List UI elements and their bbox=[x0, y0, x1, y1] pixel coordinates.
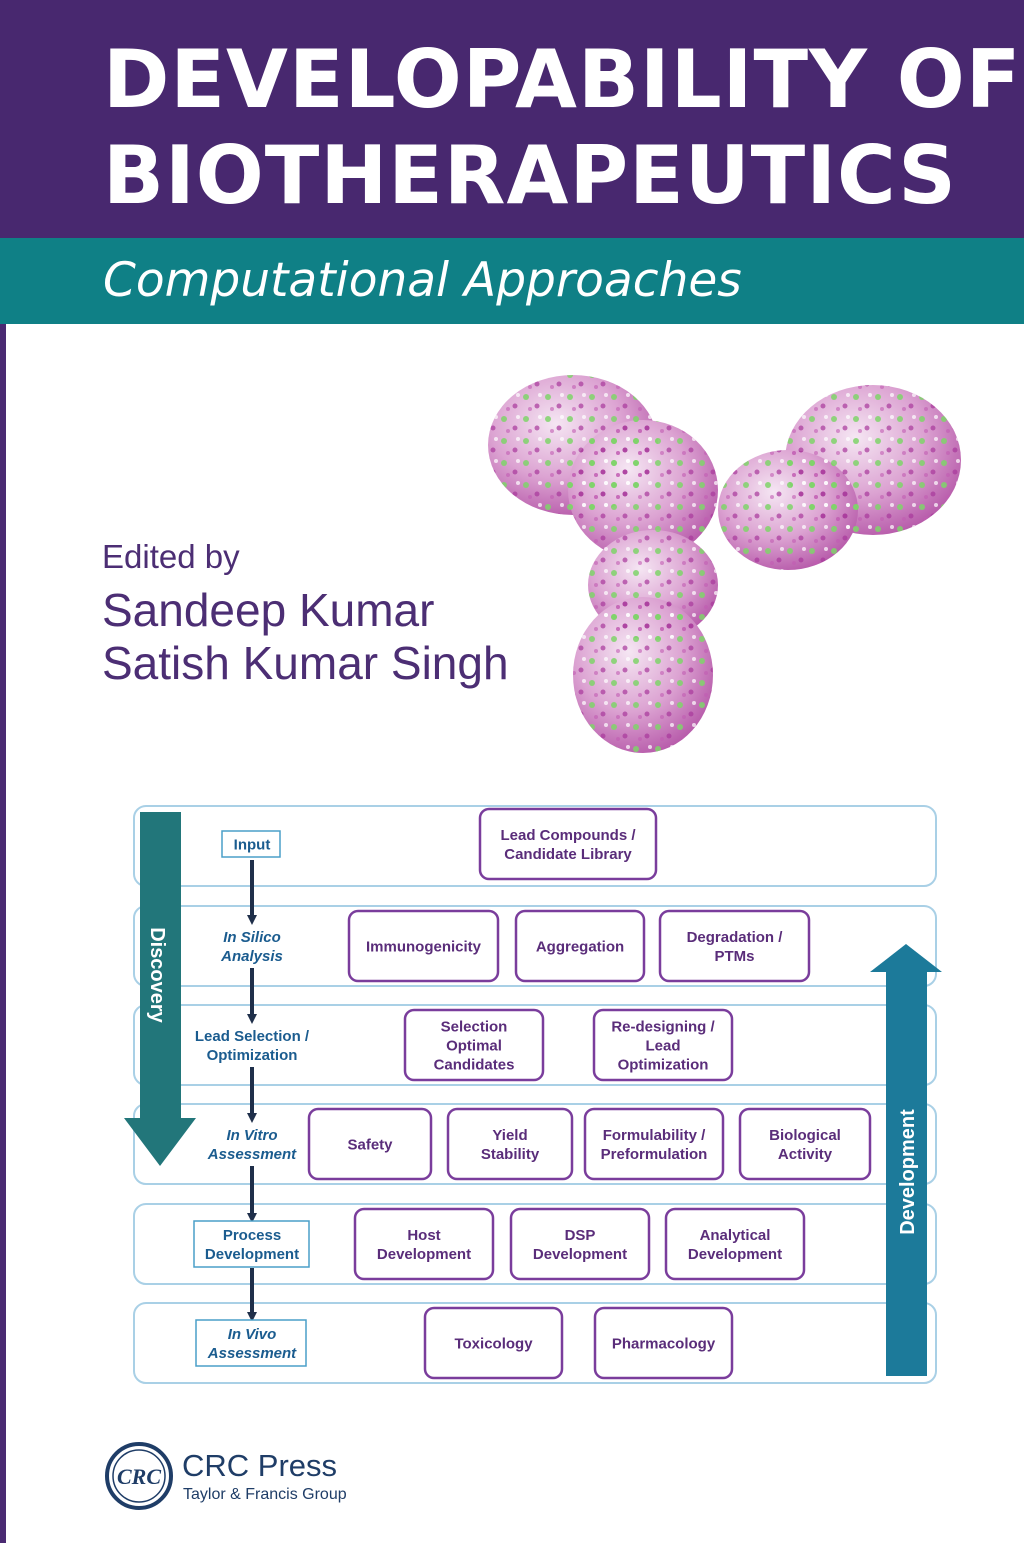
stage-item-label: Safety bbox=[347, 1136, 393, 1153]
discovery-label: Discovery bbox=[146, 927, 168, 1023]
publisher-name: CRC Press bbox=[182, 1448, 338, 1483]
stage-label: Lead Selection /Optimization bbox=[195, 1028, 310, 1064]
stage-item-box bbox=[423, 1306, 564, 1380]
stage-item-box bbox=[403, 1008, 545, 1082]
editor-name: Sandeep Kumar bbox=[102, 584, 435, 636]
stage-item-box bbox=[347, 909, 500, 983]
development-arrow bbox=[870, 944, 942, 1376]
stage-label-box bbox=[221, 830, 281, 858]
stage-item-label: Immunogenicity bbox=[366, 938, 482, 955]
stage-item-box bbox=[593, 1306, 734, 1380]
stage-label: Input bbox=[234, 836, 271, 853]
stage-item-box bbox=[738, 1107, 872, 1181]
publisher-group: Taylor & Francis Group bbox=[183, 1486, 347, 1503]
stage-item-box bbox=[514, 909, 646, 983]
subtitle-band: Computational Approaches bbox=[0, 238, 1024, 324]
stage-label-box bbox=[193, 1220, 310, 1268]
title-line-2: BIOTHERAPEUTICS bbox=[103, 129, 957, 222]
stage-item-box bbox=[664, 1207, 806, 1281]
editor-name: Satish Kumar Singh bbox=[102, 637, 509, 689]
title-band: DEVELOPABILITY OF BIOTHERAPEUTICS bbox=[0, 0, 1024, 238]
stage-item-box bbox=[658, 909, 811, 983]
crc-press-logo: CRC bbox=[105, 1442, 173, 1510]
stage-item-box bbox=[307, 1107, 433, 1181]
stage-item-box bbox=[509, 1207, 651, 1281]
svg-text:CRC: CRC bbox=[117, 1464, 161, 1489]
stage-label-box bbox=[195, 1319, 307, 1367]
stage-item-box bbox=[353, 1207, 495, 1281]
antibody-fc bbox=[573, 530, 718, 753]
stage-item-label: Pharmacology bbox=[612, 1335, 716, 1352]
discovery-arrow bbox=[124, 812, 196, 1166]
left-edge-rule bbox=[0, 324, 6, 1543]
title-line-1: DEVELOPABILITY OF bbox=[103, 33, 1022, 126]
antibody-structure-image bbox=[488, 375, 961, 753]
stage-item-label: Formulability /Preformulation bbox=[601, 1127, 708, 1163]
stage-item-label: Toxicology bbox=[454, 1335, 533, 1352]
development-label: Development bbox=[897, 1109, 919, 1235]
subtitle: Computational Approaches bbox=[103, 253, 742, 308]
antibody-fab-left bbox=[488, 375, 718, 560]
stage-item-label: Degradation /PTMs bbox=[687, 929, 784, 965]
stage-item-box bbox=[583, 1107, 725, 1181]
stage-item-box bbox=[446, 1107, 574, 1181]
stage-item-box bbox=[478, 807, 658, 881]
antibody-fab-right bbox=[718, 385, 961, 570]
stage-item-box bbox=[592, 1008, 734, 1082]
stage-item-label: Aggregation bbox=[536, 938, 624, 955]
edited-by-label: Edited by bbox=[102, 538, 240, 575]
stage-item-label: Lead Compounds /Candidate Library bbox=[501, 827, 637, 863]
